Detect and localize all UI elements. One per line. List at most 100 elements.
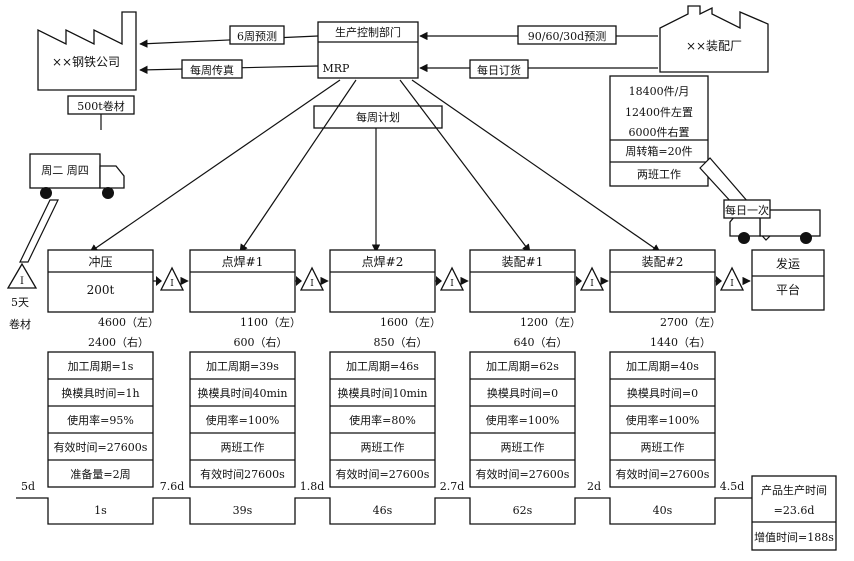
demand-right: 6000件右置 <box>629 125 690 139</box>
svg-text:I: I <box>730 279 734 289</box>
svg-text:I: I <box>170 279 174 289</box>
value-added-time: 增值时间=188s <box>754 530 834 544</box>
process-name: 点焊#1 <box>222 254 264 269</box>
schedule-arrow-4 <box>399 79 531 253</box>
supplier-name: ××钢铁公司 <box>52 55 120 69</box>
data-box-row: 两班工作 <box>501 441 545 454</box>
wait-time: 4.5d <box>720 480 745 493</box>
inventory-right: 1440（右） <box>650 335 711 349</box>
info-flows: 6周预测 每周传真 90/60/30d预测 每日订货 <box>139 25 658 79</box>
schedule-arrow-2 <box>239 79 357 253</box>
process-box: 冲压 200t <box>47 249 154 313</box>
process-time: 46s <box>373 504 393 517</box>
data-box-row: 使用率=95% <box>67 413 134 427</box>
inventory-left: 1100（左） <box>240 316 301 329</box>
shipping-frequency: 每日一次 <box>725 203 769 217</box>
wait-time: 2.7d <box>440 480 465 493</box>
weekly-schedule: 每周计划 <box>89 79 661 253</box>
demand-shifts: 两班工作 <box>637 168 681 181</box>
inventory-icon: I <box>159 266 185 291</box>
data-box-row: 两班工作 <box>641 441 685 454</box>
forecast-customer-label: 90/60/30d预测 <box>528 30 606 43</box>
process-time: 1s <box>94 504 107 517</box>
shipping: 每日一次 发运 平台 <box>699 157 825 311</box>
process-sub: 200t <box>87 283 115 297</box>
inventory-left: 1600（左） <box>380 316 441 329</box>
supplier-factory: ××钢铁公司 <box>37 11 137 91</box>
raw-inventory-icon: I <box>6 262 38 289</box>
data-box-row: 加工周期=40s <box>626 360 699 373</box>
push-arrow-icon <box>715 276 722 286</box>
dock-label-1: 发运 <box>776 256 800 271</box>
data-box-row: 换模具时间=1h <box>61 386 139 400</box>
dock-label-2: 平台 <box>776 282 800 297</box>
raw-stock-days: 5天 <box>11 296 29 309</box>
process-name: 装配#2 <box>642 255 684 269</box>
process-box: 点焊#1 <box>189 249 296 313</box>
inventory-right: 2400（右） <box>88 335 149 349</box>
wait-time: 1.8d <box>300 480 325 493</box>
customer-name: ××装配厂 <box>686 39 742 53</box>
data-box-row: 换模具时间40min <box>197 386 287 400</box>
data-box-row: 两班工作 <box>221 441 265 454</box>
data-box-row: 使用率=80% <box>349 413 416 427</box>
coil-label: 500t卷材 <box>77 99 124 113</box>
data-box-row: 加工周期=1s <box>68 360 134 373</box>
control-title: 生产控制部门 <box>335 25 401 39</box>
lead-time-value: =23.6d <box>774 504 815 517</box>
weekly-schedule-label: 每周计划 <box>356 110 400 124</box>
daily-order-label: 每日订货 <box>477 63 521 77</box>
data-box-row: 加工周期=46s <box>346 360 419 373</box>
demand-monthly: 18400件/月 <box>629 85 690 98</box>
lead-time-summary: 产品生产时间 =23.6d 增值时间=188s <box>751 475 837 551</box>
mrp-label: MRP <box>323 62 351 75</box>
delivery-label: 周二 周四 <box>41 164 89 177</box>
data-box-row: 有效时间=27600s <box>616 467 710 481</box>
forecast-to-supplier-arrow <box>139 35 319 48</box>
data-box-row: 换模具时间=0 <box>627 386 698 400</box>
inventory-icon: I <box>439 266 465 291</box>
process-box: 装配#2 <box>609 249 716 313</box>
demand-container: 周转箱=20件 <box>625 144 692 158</box>
shipment-arrow <box>19 199 59 263</box>
data-box-row: 换模具时间10min <box>337 386 427 400</box>
data-box-row: 使用率=100% <box>206 413 280 427</box>
lead-time-label: 产品生产时间 <box>761 483 827 497</box>
inventory-right: 640（右） <box>514 335 568 349</box>
schedule-arrow-5 <box>411 79 661 253</box>
process-name: 点焊#2 <box>362 254 404 269</box>
process-box: 点焊#2 <box>329 249 436 313</box>
push-arrow-icon <box>153 276 162 286</box>
data-box-row: 有效时间=27600s <box>476 467 570 481</box>
svg-text:I: I <box>450 279 454 289</box>
process-time: 39s <box>233 504 253 517</box>
inventory-left: 4600（左） <box>98 316 159 329</box>
data-box-row: 使用率=100% <box>486 413 560 427</box>
customer-factory: ××装配厂 <box>659 5 769 73</box>
data-box-row: 使用率=100% <box>626 413 700 427</box>
customer-demand: 18400件/月 12400件左置 6000件右置 周转箱=20件 两班工作 <box>609 75 709 187</box>
inventory-right: 600（右） <box>234 335 288 349</box>
inventory-icon: I <box>719 266 745 291</box>
process-name: 冲压 <box>88 254 112 269</box>
wait-time: 2d <box>587 480 601 493</box>
data-box-row: 加工周期=62s <box>486 360 559 373</box>
shipping-dock <box>751 249 825 311</box>
data-box-row: 准备量=2周 <box>70 467 130 481</box>
raw-stock-label: 卷材 <box>9 317 31 331</box>
data-box-row: 加工周期=39s <box>206 360 279 373</box>
process-box: 装配#1 <box>469 249 576 313</box>
process-flow: 冲压 200t I 4600（左） 2400（右） 加工周期=1s 换模具时间=1h 使用率=… <box>47 249 751 488</box>
demand-left: 12400件左置 <box>625 106 693 119</box>
svg-text:I: I <box>310 279 314 289</box>
svg-text:I: I <box>20 276 24 287</box>
data-box-row: 换模具时间=0 <box>487 386 558 400</box>
push-arrow-icon <box>295 276 302 286</box>
svg-text:I: I <box>590 279 594 289</box>
